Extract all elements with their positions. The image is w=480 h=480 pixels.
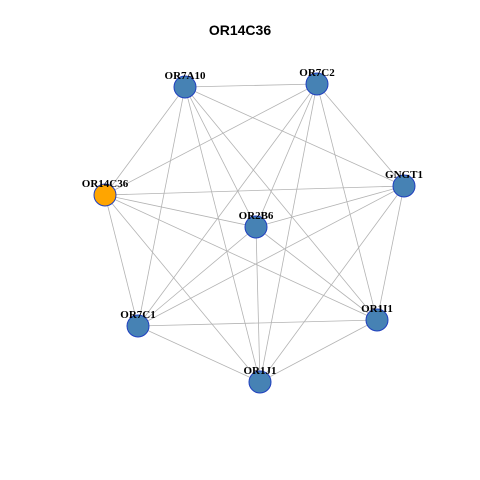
node-or7c2[interactable] [305, 72, 329, 96]
edge-gngt1-or2b6 [255, 185, 405, 228]
node-layer [93, 72, 416, 394]
node-label-gngt1: GNGT1 [385, 169, 423, 181]
edge-or7c2-or1j1 [259, 83, 318, 383]
edge-or7c1-or1i1 [137, 319, 378, 327]
edge-layer [104, 83, 405, 383]
edge-or7a10-or1i1 [184, 86, 378, 321]
node-label-or2b6: OR2B6 [239, 210, 274, 222]
edge-gngt1-or1i1 [376, 185, 405, 321]
edge-or7c2-gngt1 [316, 83, 405, 187]
edge-or14c36-or2b6 [104, 194, 257, 228]
edge-or7a10-or1j1 [184, 86, 261, 383]
edge-or7c2-or2b6 [255, 83, 318, 228]
edge-or14c36-or1i1 [104, 194, 378, 321]
edge-or2b6-or7c1 [137, 226, 257, 327]
node-or2b6[interactable] [244, 215, 268, 239]
edge-or7c1-or1j1 [137, 325, 261, 383]
node-label-or7a10: OR7A10 [165, 70, 206, 82]
edge-or7a10-or7c1 [137, 86, 186, 327]
node-label-or14c36: OR14C36 [82, 178, 129, 190]
node-or14c36[interactable] [93, 183, 117, 207]
graph-title: OR14C36 [209, 22, 271, 38]
edge-or14c36-or7c1 [104, 194, 139, 327]
node-label-or1i1: OR1I1 [361, 303, 393, 315]
node-or1j1[interactable] [248, 370, 272, 394]
edge-or7a10-or2b6 [184, 86, 257, 228]
edge-or14c36-gngt1 [104, 185, 405, 196]
node-or1i1[interactable] [365, 308, 389, 332]
edge-or7c2-or14c36 [104, 83, 318, 196]
edge-gngt1-or1j1 [259, 185, 405, 383]
node-label-or1j1: OR1J1 [244, 365, 277, 377]
edge-or2b6-or1j1 [255, 226, 261, 383]
node-gngt1[interactable] [392, 174, 416, 198]
edge-gngt1-or7c1 [137, 185, 405, 327]
node-label-or7c1: OR7C1 [120, 309, 155, 321]
edge-or7c2-or7c1 [137, 83, 318, 327]
edge-or7a10-or7c2 [184, 83, 318, 88]
edge-or2b6-or1i1 [255, 226, 378, 321]
edge-or7a10-or14c36 [104, 86, 186, 196]
node-or7a10[interactable] [173, 75, 197, 99]
node-or7c1[interactable] [126, 314, 150, 338]
edge-or1i1-or1j1 [259, 319, 378, 383]
node-label-or7c2: OR7C2 [299, 67, 335, 79]
